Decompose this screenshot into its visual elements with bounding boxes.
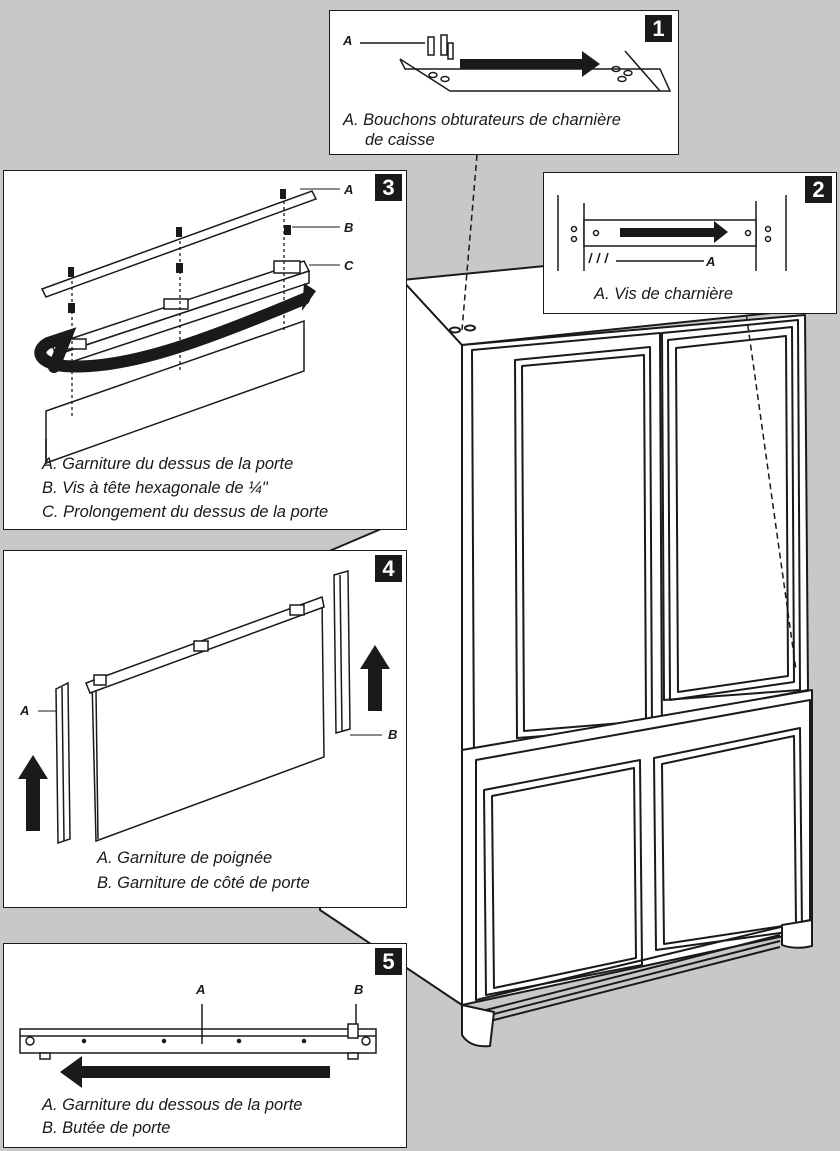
arrow-right-icon xyxy=(460,51,600,77)
step-3-caption-a: A. Garniture du dessus de la porte xyxy=(42,455,294,473)
step-3-caption-c: C. Prolongement du dessus de la porte xyxy=(42,503,329,521)
callout-a: A xyxy=(343,33,353,48)
step-4-caption-a: A. Garniture de poignée xyxy=(97,849,273,867)
callout-a: A xyxy=(20,703,30,718)
arrow-up-icon xyxy=(18,645,390,831)
upper-doors xyxy=(461,314,809,756)
step-1-panel: A 1 A. Bouchons obturateurs de charnière… xyxy=(329,10,679,155)
door-bottom-trim-illustration xyxy=(19,1004,377,1088)
step-4-caption-b: B. Garniture de côté de porte xyxy=(97,874,310,892)
step-3-caption-b: B. Vis à tête hexagonale de ¼" xyxy=(42,479,268,497)
callout-b: B xyxy=(344,220,354,235)
step-3-number: 3 xyxy=(375,174,402,201)
callout-a: A xyxy=(196,982,206,997)
step-5-panel: A B 5 A. Garniture du dessous de la port… xyxy=(3,943,407,1148)
step-4-panel: A B 4 A. Garniture de poignée B. Garnitu… xyxy=(3,550,407,908)
callout-b: B xyxy=(354,982,364,997)
right-door-panel xyxy=(667,326,795,701)
step-5-caption-a: A. Garniture du dessous de la porte xyxy=(42,1096,303,1114)
door-top-trim-illustration xyxy=(34,188,340,465)
hinge-plug-illustration xyxy=(360,34,672,92)
callout-c: C xyxy=(344,258,354,273)
hinge-screw-illustration xyxy=(557,195,787,271)
step-5-number: 5 xyxy=(375,948,402,975)
arrow-left-icon xyxy=(60,1056,330,1088)
screw-icon xyxy=(68,189,291,313)
plug-icon xyxy=(427,34,454,60)
step-3-panel: A B C 3 A. Garniture du dessus de la por… xyxy=(3,170,407,530)
step-1-caption-a-cont: de caisse xyxy=(365,131,435,149)
callout-a: A xyxy=(706,254,716,269)
step-1-caption-a: A. Bouchons obturateurs de charnière xyxy=(343,111,621,129)
step-2-caption-a: A. Vis de charnière xyxy=(594,285,734,303)
step-2-number: 2 xyxy=(805,176,832,203)
handle-side-trim-illustration xyxy=(18,570,390,845)
step-2-panel: A 2 A. Vis de charnière xyxy=(543,172,837,314)
curved-arrow-icon xyxy=(34,293,310,373)
callout-b: B xyxy=(388,727,398,742)
step-1-number: 1 xyxy=(645,15,672,42)
step-5-caption-b: B. Butée de porte xyxy=(42,1119,171,1137)
step-4-number: 4 xyxy=(375,555,402,582)
callout-a: A xyxy=(344,182,354,197)
arrow-right-icon xyxy=(620,221,728,243)
